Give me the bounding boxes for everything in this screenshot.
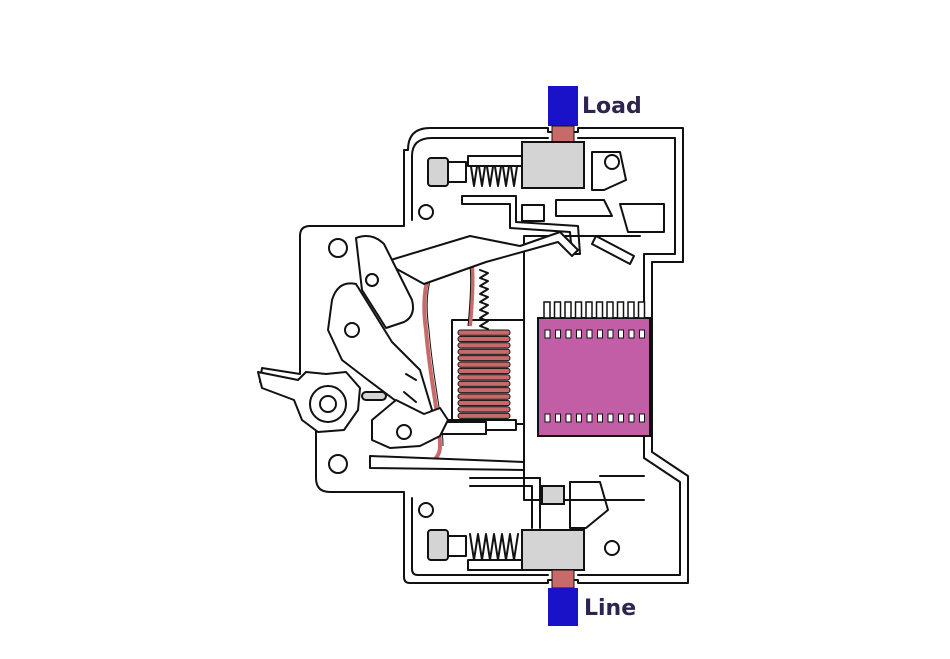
line-screw-head xyxy=(427,529,449,561)
arc-chute-plate xyxy=(616,301,625,319)
coil-turn xyxy=(457,406,511,413)
moving-contact xyxy=(371,399,449,449)
arc-chute-slot xyxy=(576,413,582,423)
arc-chute-plates-top xyxy=(543,301,646,319)
line-terminal-wire xyxy=(548,588,578,626)
arc-chute-slot xyxy=(586,329,593,339)
arc-chute-slot xyxy=(597,329,603,339)
bottom-busbar xyxy=(469,477,541,529)
arc-chute-slot xyxy=(565,413,572,423)
coil-turn xyxy=(457,399,511,407)
arc-runner xyxy=(369,455,525,471)
arc-chute-slot xyxy=(607,413,614,423)
arc-chute-slot xyxy=(565,329,572,339)
left-top-rivet-hole xyxy=(328,238,348,258)
coil-turn xyxy=(457,387,511,394)
bottom-clamp-block xyxy=(541,485,565,505)
arc-chute-slot xyxy=(628,329,635,339)
top-right-rivet-hole xyxy=(604,154,620,170)
coil-turn xyxy=(457,335,511,343)
arc-chute-slot xyxy=(555,413,561,423)
latch-pivot xyxy=(365,273,379,287)
operating-handle[interactable] xyxy=(257,371,361,433)
load-clamp-plate xyxy=(467,155,523,167)
coil-turn xyxy=(457,393,511,400)
arc-chute-plate xyxy=(627,301,635,319)
load-terminal-ferrule xyxy=(551,125,575,143)
handle-link-rod xyxy=(361,391,387,401)
arc-chute-plate xyxy=(564,301,572,319)
arc-chute-plate xyxy=(553,301,562,319)
trip-arm-top xyxy=(383,231,579,285)
left-bottom-rivet-hole xyxy=(328,454,348,474)
moving-contact-pivot xyxy=(396,424,412,440)
arc-chute-slot xyxy=(576,329,582,339)
line-terminal-block xyxy=(521,529,585,571)
top-rivet-hole xyxy=(418,204,434,220)
coil-turn xyxy=(457,412,511,419)
arc-chute-slot xyxy=(544,329,551,339)
bottom-rivet-hole xyxy=(418,502,434,518)
arc-chute-slot xyxy=(639,329,645,339)
load-terminal-block xyxy=(521,141,585,189)
load-screw-shaft xyxy=(447,161,467,183)
coil-turn xyxy=(457,355,511,362)
arc-chute-slot xyxy=(607,329,614,339)
mechanism-plate xyxy=(327,282,433,421)
latch-link xyxy=(355,235,414,329)
coil-turn xyxy=(457,342,511,349)
load-label: Load xyxy=(582,94,642,119)
coil-turn xyxy=(457,329,511,336)
coil-turn xyxy=(457,367,511,375)
arc-chute-plate xyxy=(574,301,583,319)
arc-chute-slot xyxy=(618,329,624,339)
arc-chute-slot xyxy=(544,413,551,423)
line-screw-thread xyxy=(469,533,519,561)
arc-chute-slot xyxy=(639,413,645,423)
arc-chute-slot xyxy=(597,413,603,423)
load-screw-head xyxy=(427,157,449,187)
bottom-right-clip xyxy=(569,481,609,529)
arc-chute xyxy=(537,301,651,437)
fixed-contact-top xyxy=(555,199,613,217)
arc-chute-plate xyxy=(585,301,593,319)
arc-chute-plate xyxy=(543,301,551,319)
mechanism-link xyxy=(403,373,417,403)
arc-chute-plate xyxy=(606,301,614,319)
arc-chute-slot xyxy=(628,413,635,423)
arc-chute-slots xyxy=(544,329,645,423)
coil-turn xyxy=(457,380,511,387)
housing-inner-wall-bottom xyxy=(411,155,549,576)
arc-chute-slot xyxy=(618,413,624,423)
trip-spring xyxy=(479,269,489,330)
mechanism-pivot xyxy=(344,322,360,338)
coil-turn xyxy=(457,374,511,381)
bimetal-strip xyxy=(591,235,635,265)
arc-chute-plate xyxy=(637,301,646,319)
bottom-right-rivet-hole xyxy=(604,540,620,556)
coil-turn xyxy=(457,361,511,368)
load-terminal-wire xyxy=(548,86,578,126)
arc-chute-plate xyxy=(595,301,604,319)
line-screw-shaft xyxy=(447,535,467,557)
top-right-clip xyxy=(591,151,665,233)
line-clamp-plate xyxy=(467,559,523,571)
arc-chute-slot xyxy=(555,329,561,339)
solenoid-coil xyxy=(457,329,511,419)
coil-turn xyxy=(457,348,511,355)
line-terminal-ferrule xyxy=(551,569,575,589)
load-busbar-slot xyxy=(521,204,545,222)
arc-chute-slot xyxy=(586,413,593,423)
line-label: Line xyxy=(584,596,636,621)
